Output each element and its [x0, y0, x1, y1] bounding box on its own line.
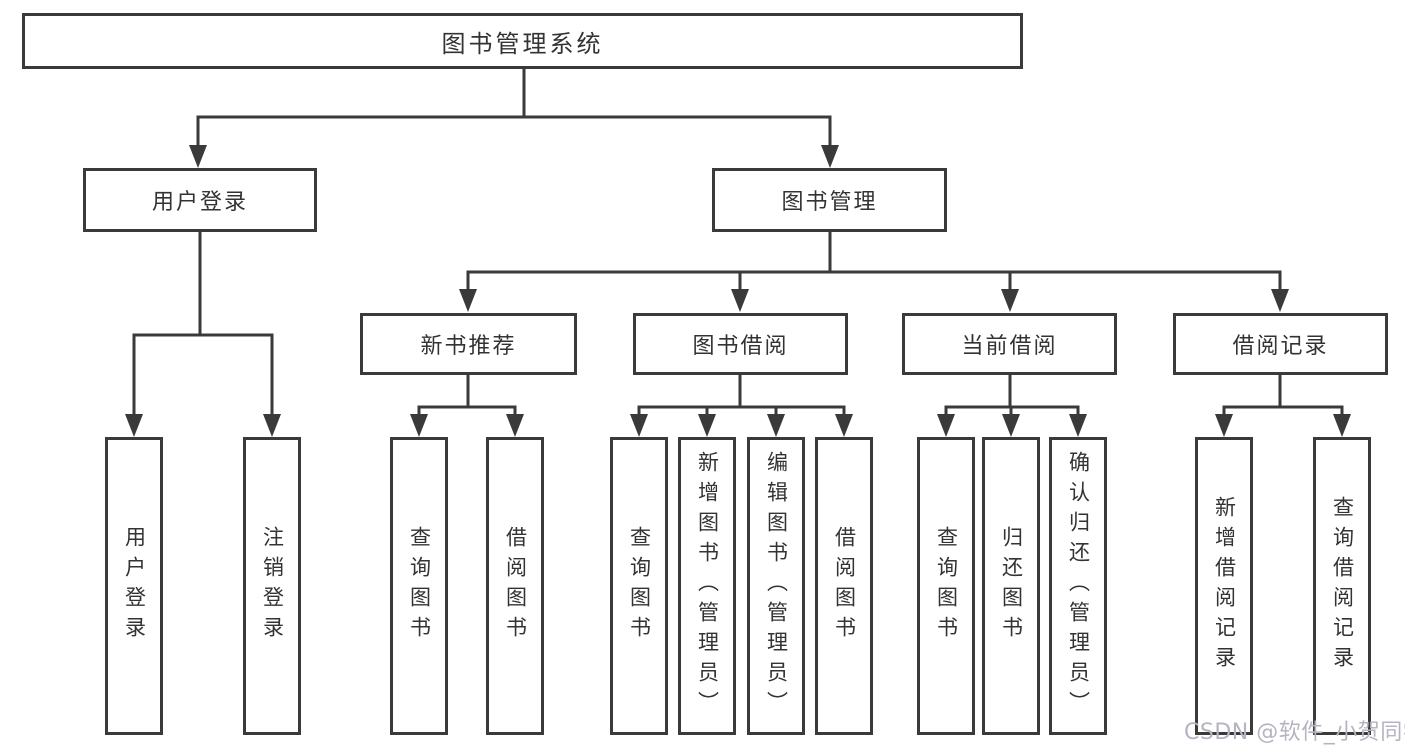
connector-lines [132, 67, 1344, 414]
arrowhead-icon [189, 145, 207, 168]
leaf-label: 查询借阅记录 [1330, 496, 1355, 676]
leaf-edit-book-admin: 编辑图书（管理员） [747, 437, 805, 735]
arrowhead-icon [630, 414, 648, 437]
connector-book-mgmt-split [466, 270, 1282, 290]
arrowhead-icon [459, 289, 477, 312]
leaf-label: 确认归还（管理员） [1066, 451, 1091, 721]
leaf-query-borrow-record: 查询借阅记录 [1313, 437, 1371, 735]
connector-book-borrow-split [637, 405, 846, 414]
arrowhead-icon [1002, 414, 1020, 437]
node-user-login: 用户登录 [83, 168, 317, 232]
arrowhead-icon [1001, 289, 1019, 312]
connector-user-login-split [132, 333, 274, 414]
leaf-label: 借阅图书 [503, 526, 528, 646]
leaf-borrow-book-recommend: 借阅图书 [486, 437, 544, 735]
leaf-label: 新增借阅记录 [1212, 496, 1237, 676]
leaf-label: 借阅图书 [832, 526, 857, 646]
arrowhead-icon [125, 414, 143, 437]
leaf-label: 查询图书 [627, 526, 652, 646]
node-root: 图书管理系统 [22, 13, 1023, 69]
leaf-query-book-recommend: 查询图书 [390, 437, 448, 735]
arrowhead-icon [835, 414, 853, 437]
leaf-add-borrow-record: 新增借阅记录 [1195, 437, 1253, 735]
leaf-label: 注销登录 [260, 526, 285, 646]
arrowhead-icon [1069, 414, 1087, 437]
arrowhead-icon [698, 414, 716, 437]
arrowhead-icon [821, 145, 839, 168]
leaf-logout: 注销登录 [243, 437, 301, 735]
node-book-management: 图书管理 [712, 168, 947, 232]
arrowhead-icon [1271, 289, 1289, 312]
arrowhead-icon [937, 414, 955, 437]
arrowhead-icon [767, 414, 785, 437]
connector-records-split [1222, 405, 1344, 414]
leaf-query-book-current: 查询图书 [917, 437, 975, 735]
leaf-confirm-return-admin: 确认归还（管理员） [1049, 437, 1107, 735]
node-borrowing-records: 借阅记录 [1173, 313, 1388, 375]
arrowhead-icon [506, 414, 524, 437]
node-new-book-recommendation: 新书推荐 [360, 313, 577, 375]
leaf-user-login: 用户登录 [105, 437, 163, 735]
leaf-label: 编辑图书（管理员） [764, 451, 789, 721]
connector-new-book-split [417, 405, 517, 414]
leaf-label: 用户登录 [122, 526, 147, 646]
leaf-add-book-admin: 新增图书（管理员） [678, 437, 736, 735]
arrowhead-icon [731, 289, 749, 312]
connector-root-split [196, 115, 832, 146]
leaf-label: 新增图书（管理员） [695, 451, 720, 721]
node-current-borrowing: 当前借阅 [902, 313, 1117, 375]
arrowheads [125, 145, 1351, 437]
arrowhead-icon [410, 414, 428, 437]
watermark: CSDN @软件_小贺同学 [1184, 720, 1405, 745]
leaf-borrow-book-borrowing: 借阅图书 [815, 437, 873, 735]
leaf-label: 归还图书 [999, 526, 1024, 646]
node-book-borrowing: 图书借阅 [633, 313, 848, 375]
leaf-label: 查询图书 [934, 526, 959, 646]
arrowhead-icon [1333, 414, 1351, 437]
arrowhead-icon [1215, 414, 1233, 437]
leaf-return-book: 归还图书 [982, 437, 1040, 735]
leaf-label: 查询图书 [407, 526, 432, 646]
arrowhead-icon [263, 414, 281, 437]
leaf-query-book-borrowing: 查询图书 [610, 437, 668, 735]
